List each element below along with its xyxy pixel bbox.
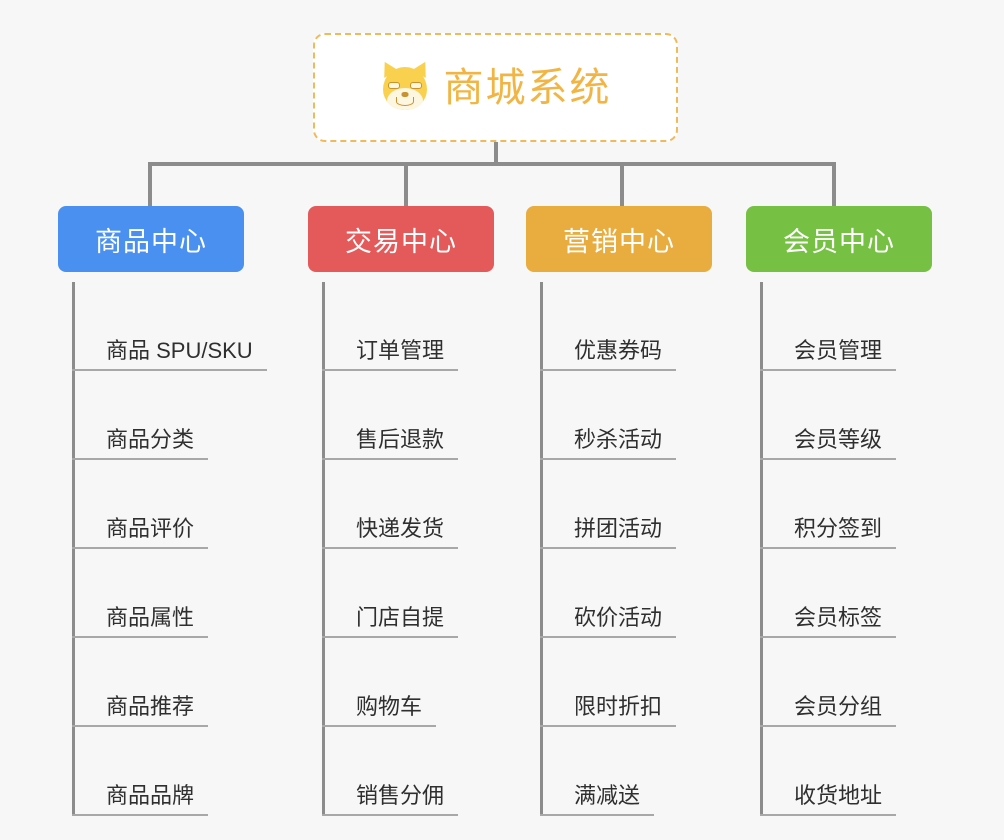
branch-header-label: 交易中心: [345, 226, 457, 257]
leaf-item[interactable]: 订单管理: [322, 282, 494, 371]
leaf-item[interactable]: 拼团活动: [540, 460, 712, 549]
leaf-item[interactable]: 售后退款: [322, 371, 494, 460]
branch-column-3: 营销中心优惠券码秒杀活动拼团活动砍价活动限时折扣满减送: [526, 206, 712, 816]
connector-drop-4: [832, 162, 836, 207]
branch-header-3[interactable]: 营销中心: [526, 206, 712, 272]
branch-spine: [322, 282, 325, 816]
leaf-item-label: 会员分组: [760, 694, 897, 727]
leaf-item[interactable]: 优惠券码: [540, 282, 712, 371]
leaf-item[interactable]: 商品属性: [72, 549, 244, 638]
leaf-item-label: 积分签到: [760, 516, 897, 549]
leaf-item[interactable]: 收货地址: [760, 727, 932, 816]
connector-drop-2: [404, 162, 408, 207]
leaf-item-label: 商品品牌: [72, 783, 209, 816]
branch-header-label: 营销中心: [563, 226, 675, 257]
leaf-item[interactable]: 销售分佣: [322, 727, 494, 816]
connector-horizontal-bus: [148, 162, 834, 166]
branch-header-label: 会员中心: [783, 226, 895, 257]
leaf-item-label: 售后退款: [322, 427, 459, 460]
leaf-item-label: 秒杀活动: [540, 427, 677, 460]
leaf-item-label: 优惠券码: [540, 338, 677, 371]
leaf-item-label: 砍价活动: [540, 605, 677, 638]
leaf-item-label: 会员管理: [760, 338, 897, 371]
leaf-item-label: 销售分佣: [322, 783, 459, 816]
branch-spine: [760, 282, 763, 816]
branch-header-label: 商品中心: [95, 226, 207, 257]
branch-spine: [72, 282, 75, 816]
leaf-item[interactable]: 砍价活动: [540, 549, 712, 638]
leaf-item-label: 拼团活动: [540, 516, 677, 549]
leaf-item-label: 满减送: [540, 783, 655, 816]
leaf-item[interactable]: 会员标签: [760, 549, 932, 638]
leaf-item[interactable]: 积分签到: [760, 460, 932, 549]
leaf-item-label: 商品属性: [72, 605, 209, 638]
branch-items-4: 会员管理会员等级积分签到会员标签会员分组收货地址: [746, 282, 932, 816]
leaf-item-label: 会员等级: [760, 427, 897, 460]
leaf-item[interactable]: 商品分类: [72, 371, 244, 460]
branch-header-4[interactable]: 会员中心: [746, 206, 932, 272]
connector-root-stem: [494, 142, 498, 164]
branch-items-1: 商品 SPU/SKU 商品分类商品评价商品属性商品推荐商品品牌: [58, 282, 267, 816]
root-node[interactable]: 商城系统: [313, 33, 678, 142]
leaf-item[interactable]: 秒杀活动: [540, 371, 712, 460]
leaf-item[interactable]: 限时折扣: [540, 638, 712, 727]
connector-drop-1: [148, 162, 152, 207]
leaf-item-label: 限时折扣: [540, 694, 677, 727]
leaf-item[interactable]: 商品品牌: [72, 727, 244, 816]
leaf-item[interactable]: 门店自提: [322, 549, 494, 638]
branch-column-4: 会员中心会员管理会员等级积分签到会员标签会员分组收货地址: [746, 206, 932, 816]
leaf-item[interactable]: 购物车: [322, 638, 494, 727]
branch-spine: [540, 282, 543, 816]
branch-header-1[interactable]: 商品中心: [58, 206, 244, 272]
branch-column-1: 商品中心商品 SPU/SKU 商品分类商品评价商品属性商品推荐商品品牌: [58, 206, 267, 816]
leaf-item[interactable]: 会员等级: [760, 371, 932, 460]
leaf-item-label: 商品 SPU/SKU: [72, 338, 267, 371]
leaf-item-label: 商品分类: [72, 427, 209, 460]
leaf-item[interactable]: 快递发货: [322, 460, 494, 549]
leaf-item-label: 会员标签: [760, 605, 897, 638]
connector-drop-3: [620, 162, 624, 207]
root-title: 商城系统: [443, 65, 612, 110]
branch-header-2[interactable]: 交易中心: [308, 206, 494, 272]
leaf-item-label: 订单管理: [322, 338, 459, 371]
leaf-item[interactable]: 商品评价: [72, 460, 244, 549]
branch-column-2: 交易中心订单管理售后退款快递发货门店自提购物车销售分佣: [308, 206, 494, 816]
leaf-item[interactable]: 商品 SPU/SKU: [72, 282, 267, 371]
leaf-item-label: 购物车: [322, 694, 437, 727]
leaf-item-label: 收货地址: [760, 783, 897, 816]
leaf-item[interactable]: 商品推荐: [72, 638, 244, 727]
leaf-item-label: 快递发货: [322, 516, 459, 549]
leaf-item[interactable]: 满减送: [540, 727, 712, 816]
leaf-item[interactable]: 会员管理: [760, 282, 932, 371]
leaf-item-label: 商品推荐: [72, 694, 209, 727]
leaf-item-label: 商品评价: [72, 516, 209, 549]
leaf-item[interactable]: 会员分组: [760, 638, 932, 727]
dog-face-icon: [377, 57, 432, 113]
branch-items-3: 优惠券码秒杀活动拼团活动砍价活动限时折扣满减送: [526, 282, 712, 816]
branch-items-2: 订单管理售后退款快递发货门店自提购物车销售分佣: [308, 282, 494, 816]
leaf-item-label: 门店自提: [322, 605, 459, 638]
